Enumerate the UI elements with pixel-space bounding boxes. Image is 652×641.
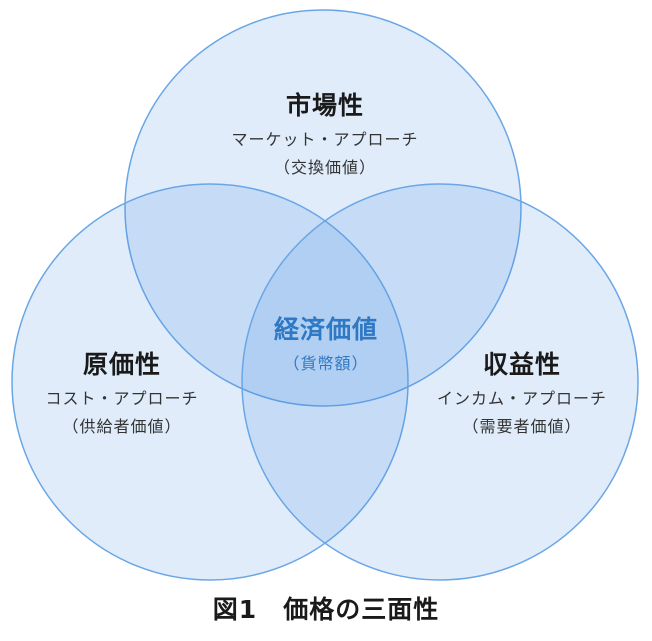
income-title: 収益性 [482, 350, 562, 379]
cost-circle [11, 183, 409, 581]
cost-title: 原価性 [82, 350, 162, 379]
income-value-type: （需要者価値） [462, 417, 582, 436]
cost-label: 原価性 コスト・アプローチ （供給者価値） [45, 345, 198, 437]
cost-value-type: （供給者価値） [62, 417, 182, 436]
market-title: 市場性 [285, 91, 365, 120]
center-unit: （貨幣額） [283, 354, 369, 373]
market-circle [124, 9, 522, 407]
center-title: 経済価値 [273, 315, 379, 344]
market-approach: マーケット・アプローチ [231, 130, 419, 149]
cost-approach: コスト・アプローチ [45, 389, 199, 408]
center-label: 経済価値 （貨幣額） [274, 310, 378, 374]
income-approach: インカム・アプローチ [436, 389, 608, 408]
income-label: 収益性 インカム・アプローチ （需要者価値） [437, 345, 607, 437]
market-label: 市場性 マーケット・アプローチ （交換価値） [231, 86, 418, 178]
market-value-type: （交換価値） [273, 158, 377, 177]
figure-caption: 図1 価格の三面性 [212, 595, 440, 624]
income-circle [241, 183, 639, 581]
